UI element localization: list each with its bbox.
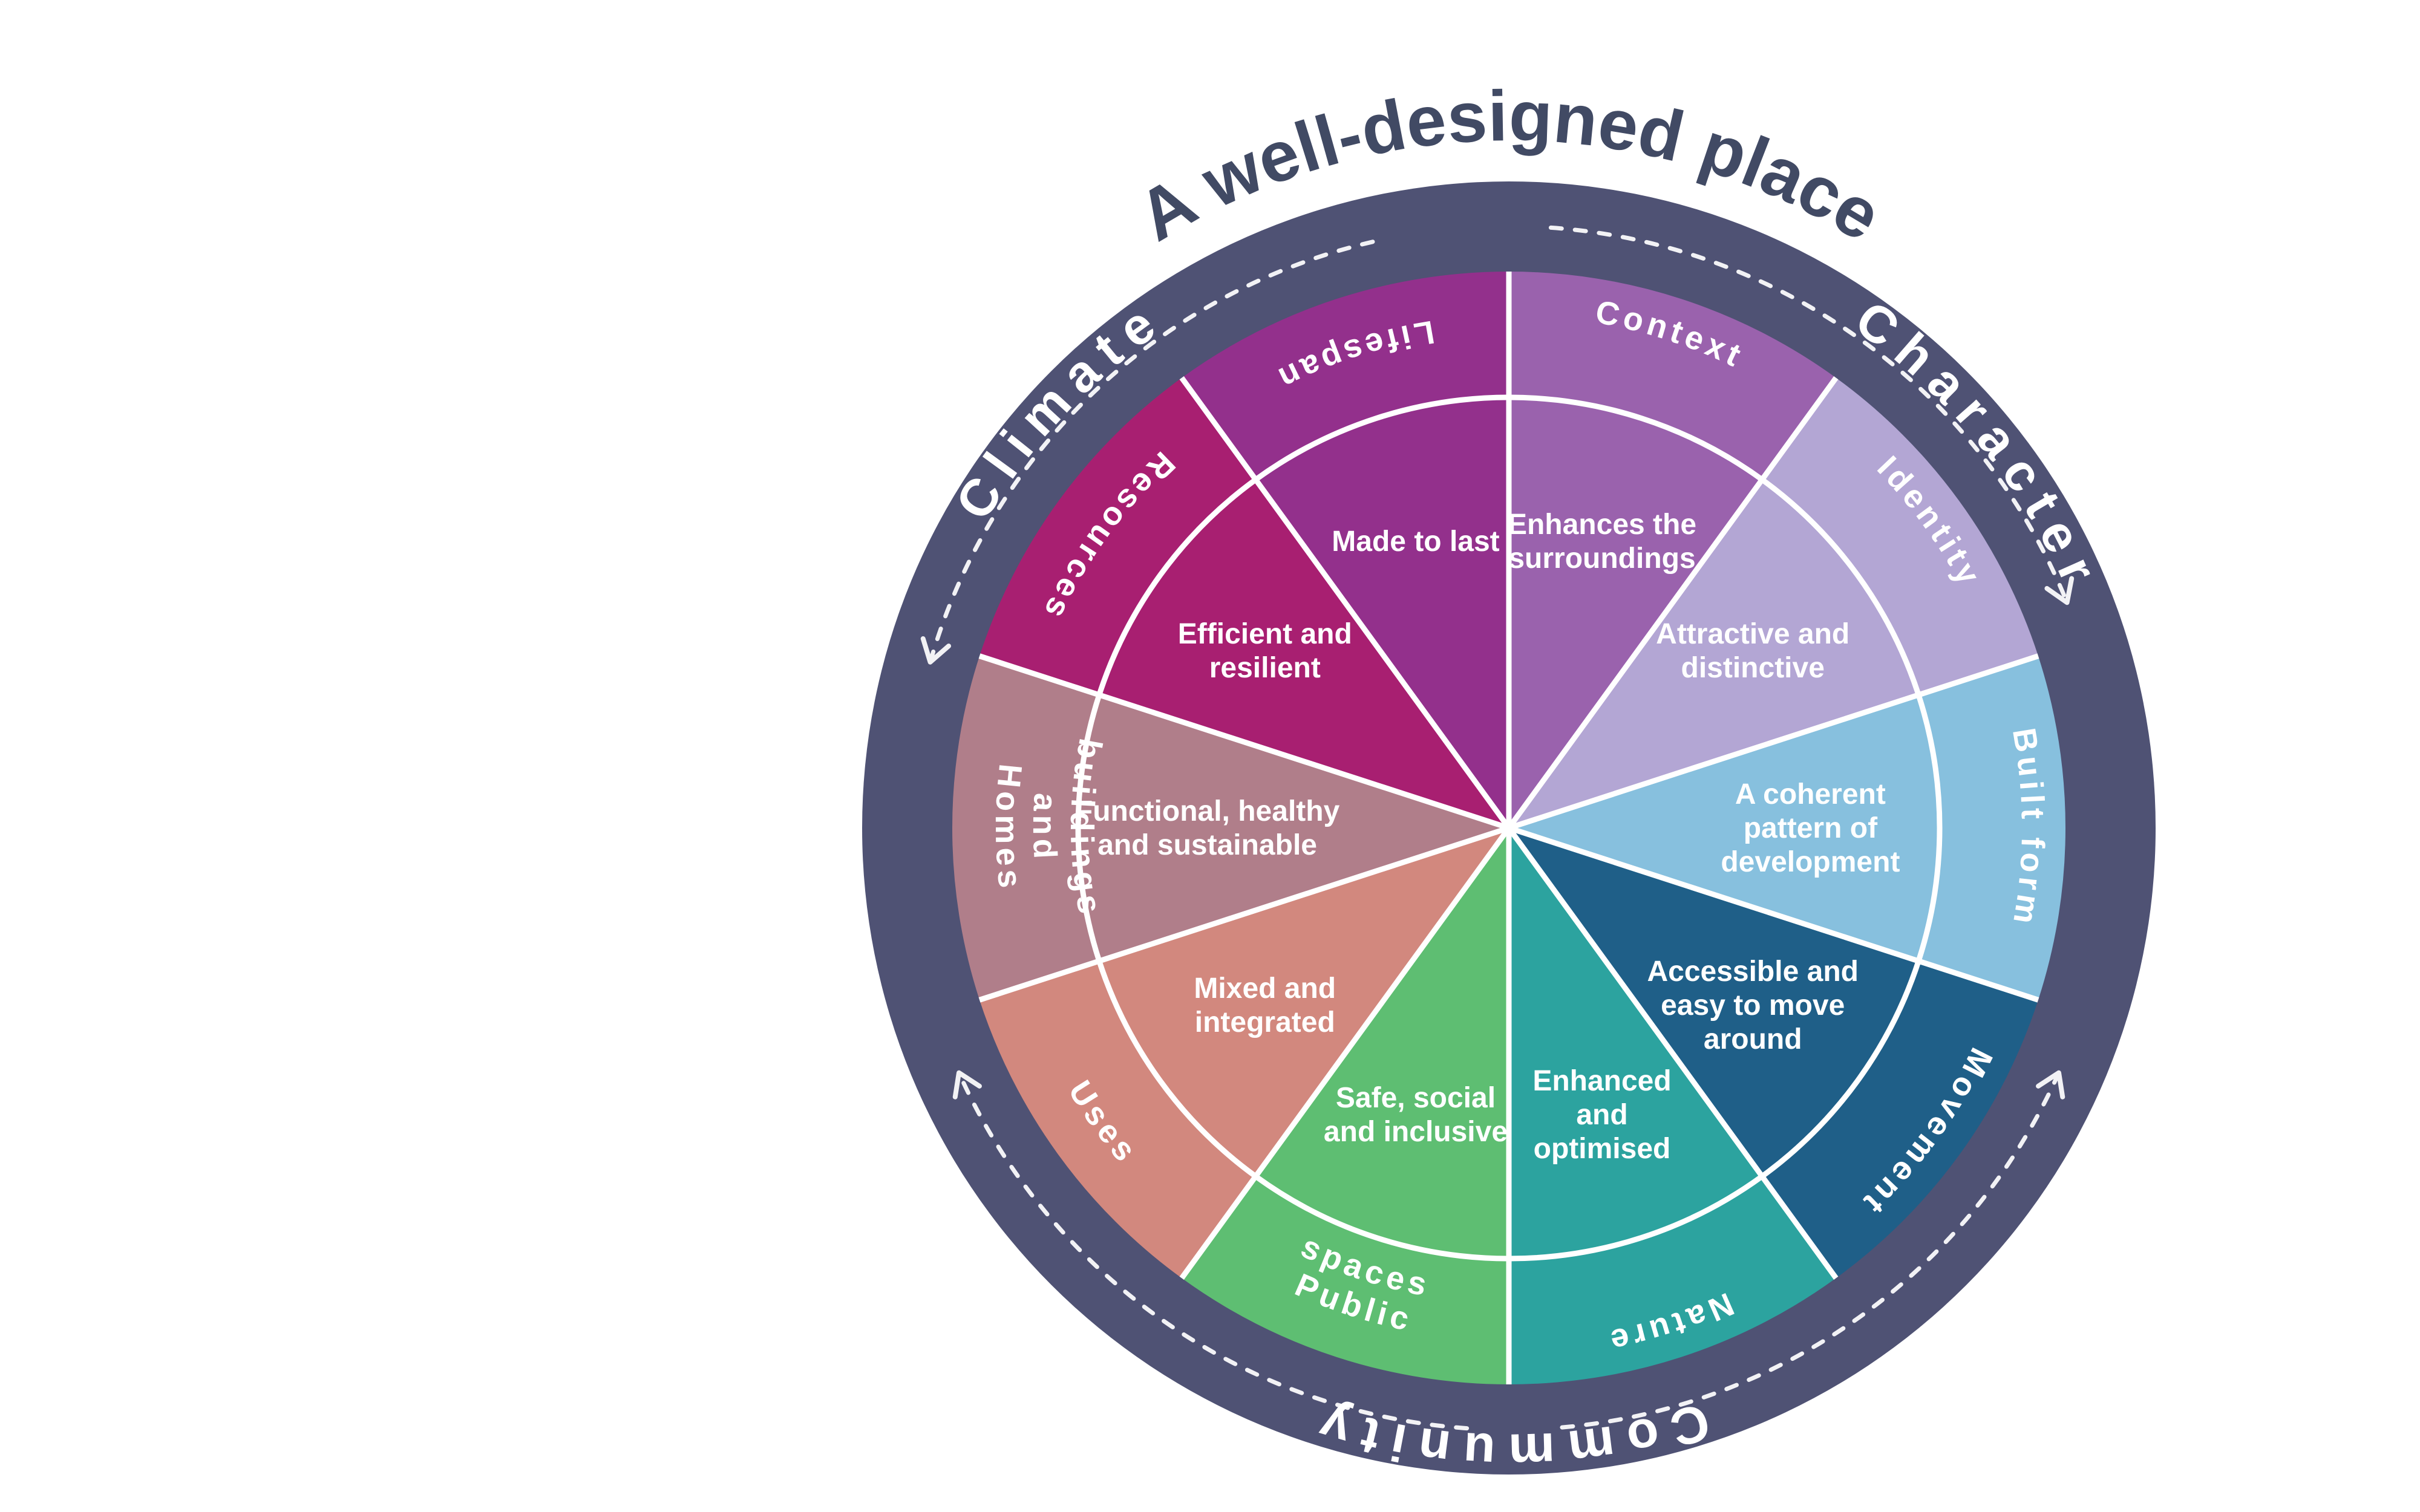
quadrant-arrows (920, 225, 2075, 1431)
divider-arc (1508, 1174, 1764, 1262)
divider-radial (1508, 829, 1839, 1280)
divider-arc (1760, 477, 1921, 696)
segment-description-line: optimised (1534, 1133, 1671, 1165)
segment-description-line: Mixed and (1194, 973, 1336, 1005)
arrow-character-head (2044, 576, 2075, 605)
segment-outer-movement[interactable] (1762, 961, 2038, 1279)
segment-description-line: and inclusive (1324, 1116, 1508, 1148)
segment-outer-context[interactable] (1509, 272, 1836, 480)
segment-description-line: pattern of (1744, 812, 1878, 844)
segment-description-line: Enhanced (1532, 1065, 1671, 1097)
slice-dividers (978, 272, 2039, 1384)
segment-inner-homes-and-buildings[interactable] (1078, 694, 1506, 962)
divider-radial (1511, 653, 2039, 830)
divider-radial (978, 653, 1506, 830)
segment-description-line: integrated (1195, 1006, 1335, 1038)
segment-inner-context[interactable] (1509, 397, 1762, 826)
segment-description-line: A coherent (1735, 778, 1886, 810)
segment-inner-nature[interactable] (1509, 830, 1762, 1259)
arrow-community-left (957, 1070, 1470, 1431)
segment-description-line: Efficient and (1178, 618, 1352, 650)
segment-label-homes-and-buildings[interactable]: buildings (1064, 735, 1109, 920)
segment-outer-built-form[interactable] (1918, 656, 2065, 1000)
divider-radial (1179, 376, 1509, 827)
segment-outer-resources[interactable] (979, 377, 1256, 695)
segment-description-line: Functional, healthy (1075, 795, 1340, 827)
segment-description-line: around (1704, 1023, 1802, 1055)
arrow-climate-head (920, 636, 952, 665)
arrow-community-right-head (2036, 1070, 2065, 1100)
segment-label-homes-and-buildings[interactable]: and (1026, 792, 1064, 864)
segment-description-line: Enhances the (1508, 509, 1696, 541)
segment-description-line: Safe, social (1336, 1082, 1496, 1114)
divider-arc (1096, 960, 1258, 1179)
divider-radial (1508, 376, 1839, 827)
divider-arc (1075, 694, 1102, 962)
divider-radial (978, 826, 1506, 1003)
segment-inner-lifespan[interactable] (1255, 397, 1509, 826)
segment-inner-resources[interactable] (1099, 479, 1507, 827)
segment-inner-movement[interactable] (1511, 829, 1919, 1177)
segment-description-lifespan: Made to last (1332, 526, 1499, 558)
divider-arc (1760, 960, 1921, 1179)
arrow-community-right (1548, 1070, 2061, 1431)
divider-arc (1096, 477, 1258, 696)
segment-description-line: distinctive (1681, 652, 1825, 684)
segment-inner-built-form[interactable] (1512, 694, 1940, 962)
divider-arc (1915, 694, 1943, 962)
segment-outer-uses[interactable] (979, 961, 1256, 1279)
segment-inner-uses[interactable] (1099, 829, 1507, 1177)
segment-description-line: development (1721, 846, 1900, 878)
arrow-climate (928, 237, 1386, 665)
segment-inner-public-spaces[interactable] (1255, 830, 1509, 1259)
divider-radial (1511, 826, 2039, 1003)
segment-description-line: easy to move (1661, 989, 1845, 1022)
divider-arc (1254, 1174, 1509, 1262)
segment-outer-identity[interactable] (1762, 377, 2038, 695)
divider-arc (1254, 394, 1509, 482)
segment-outer-lifespan[interactable] (1182, 272, 1509, 480)
segment-description-line: and (1576, 1099, 1627, 1131)
segment-outer-public-spaces[interactable] (1182, 1176, 1509, 1384)
segment-description-line: Attractive and (1656, 618, 1849, 650)
segment-label-homes-and-buildings[interactable]: Homes (989, 762, 1029, 893)
segment-outer-nature[interactable] (1509, 1176, 1836, 1384)
segment-description-line: resilient (1209, 652, 1321, 684)
arrow-character (1548, 225, 2070, 605)
segment-description-line: surroundings (1508, 543, 1695, 575)
segment-outer-homes-and-buildings[interactable] (952, 656, 1099, 1000)
divider-arc (1508, 394, 1764, 482)
segment-description-line: Made to last (1332, 526, 1499, 558)
segment-inner-identity[interactable] (1511, 479, 1919, 827)
segment-description-line: Accessible and (1647, 956, 1859, 988)
arrow-community-left-head (952, 1070, 982, 1100)
pie-slices (952, 272, 2065, 1384)
wheel-hub (1502, 821, 1516, 835)
segment-description-line: and sustainable (1097, 829, 1317, 861)
divider-radial (1179, 829, 1509, 1280)
